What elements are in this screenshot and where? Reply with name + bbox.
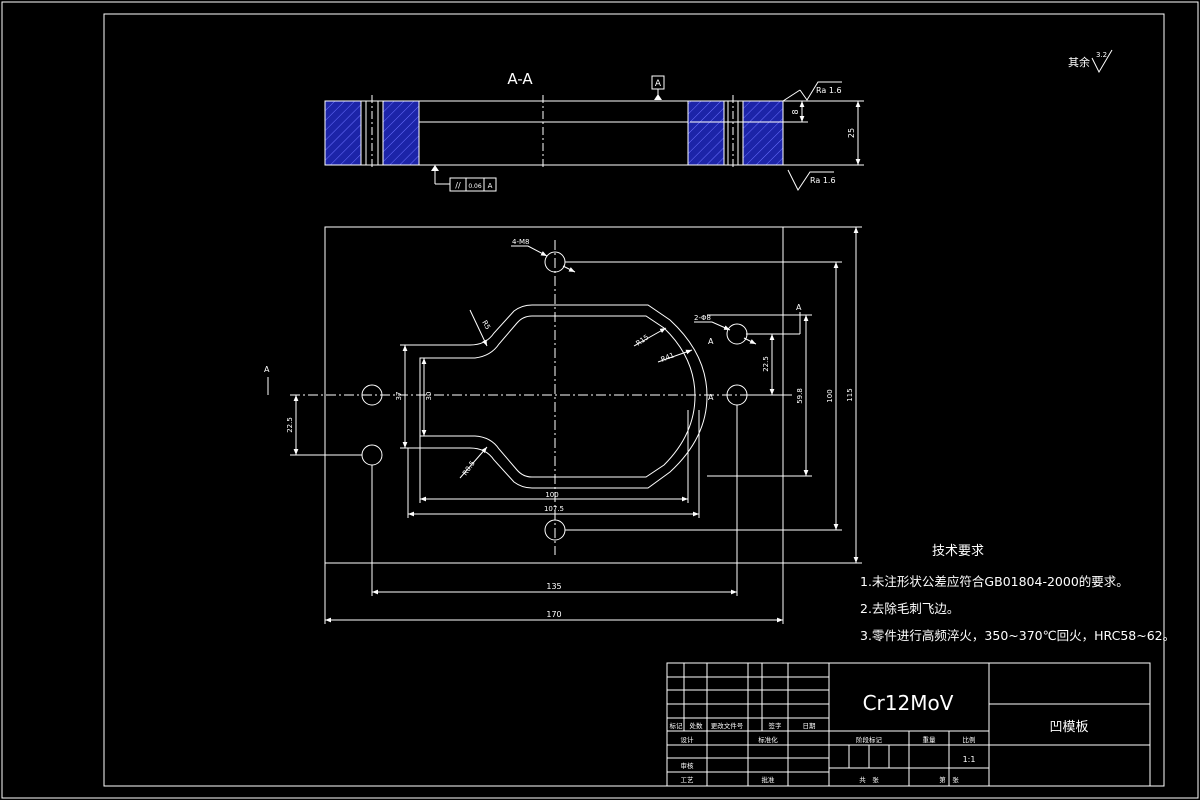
tb-mark: 标记 <box>670 721 684 730</box>
other-finish-prefix: 其余 <box>1068 55 1090 69</box>
tb-stage-mark: 阶段标记 <box>856 735 883 744</box>
inner-border <box>103 13 1165 787</box>
tech-requirements-title: 技术要求 <box>932 544 985 559</box>
tb-standardize: 标准化 <box>758 735 778 744</box>
datum-label: A <box>655 79 662 89</box>
tb-file-no: 更改文件号 <box>711 721 744 730</box>
dim-r15: R15 <box>635 333 651 347</box>
tb-count: 处数 <box>690 721 704 730</box>
tb-weight: 重量 <box>923 736 937 744</box>
dim-22-5-right: 22.5 <box>762 356 770 372</box>
tb-approve: 批准 <box>762 775 776 784</box>
hatch-right-1 <box>687 100 725 166</box>
section-view: A-A A // 0.06 A <box>324 70 864 192</box>
hatch-right-2 <box>742 100 784 166</box>
tb-process: 工艺 <box>681 776 695 784</box>
section-mark-mid-1: A <box>708 337 714 346</box>
dim-115: 115 <box>846 388 854 401</box>
tb-sign: 签字 <box>769 721 783 730</box>
tb-design: 设计 <box>681 735 695 744</box>
material: Cr12MoV <box>863 691 954 715</box>
dim-59-8: 59.8 <box>796 388 804 404</box>
dim-30: 30 <box>425 392 433 401</box>
tb-sheets: 共 张 <box>859 775 879 784</box>
dim-4-m8: 4-M8 <box>512 238 529 246</box>
hole-left-2 <box>361 444 383 466</box>
dim-170: 170 <box>546 610 561 619</box>
dim-100-h: 100 <box>545 491 558 499</box>
tech-requirements: 技术要求 1.未注形状公差应符合GB01804-2000的要求。 2.去除毛刺飞… <box>860 540 1180 652</box>
other-finish-value: 3.2 <box>1096 51 1107 59</box>
dim-r41: R41 <box>660 351 676 364</box>
tb-scale-label: 比例 <box>963 735 976 744</box>
dim-25: 25 <box>847 128 856 138</box>
scale-value: 1:1 <box>963 755 976 764</box>
tb-review: 审核 <box>681 761 695 770</box>
section-mark-mid-2: A <box>708 393 714 402</box>
dim-37: 37 <box>395 392 403 401</box>
plan-view: 4-M8 2-Φ8 R5 R0.5 R15 R41 37 30 22.5 A A… <box>264 226 862 624</box>
ra-top: Ra 1.6 <box>816 86 842 95</box>
hatch-left-2 <box>382 100 420 166</box>
dim-r5-top: R5 <box>480 319 492 331</box>
dim-22-5-left: 22.5 <box>286 417 294 433</box>
tech-requirement-1: 1.未注形状公差应符合GB01804-2000的要求。 <box>860 574 1129 589</box>
section-mark-right: A <box>796 303 802 312</box>
section-mark-left: A <box>264 365 270 374</box>
dim-107-5: 107.5 <box>544 505 564 513</box>
tolerance-symbol: // <box>455 181 461 190</box>
tolerance-value: 0.06 <box>468 183 482 190</box>
section-label: A-A <box>507 70 533 88</box>
dim-8: 8 <box>791 109 800 114</box>
ra-bottom: Ra 1.6 <box>810 176 836 185</box>
dim-2-d8: 2-Φ8 <box>694 314 711 322</box>
hole-right-1 <box>726 323 748 345</box>
dim-100-v: 100 <box>826 389 834 402</box>
part-name: 凹模板 <box>1049 720 1088 735</box>
tb-sheet: 第 张 <box>939 775 959 784</box>
title-block: Cr12MoV 凹模板 1:1 标记 处数 更改文件号 签字 日期 设计 标准化… <box>666 662 1151 787</box>
dim-135: 135 <box>546 582 561 591</box>
tech-requirement-3: 3.零件进行高频淬火，350~370℃回火，HRC58~62。 <box>860 628 1176 643</box>
tolerance-datum: A <box>488 182 493 190</box>
tech-requirement-2: 2.去除毛刺飞边。 <box>860 601 960 616</box>
hatch-left-1 <box>324 100 362 166</box>
tb-date: 日期 <box>803 722 817 730</box>
